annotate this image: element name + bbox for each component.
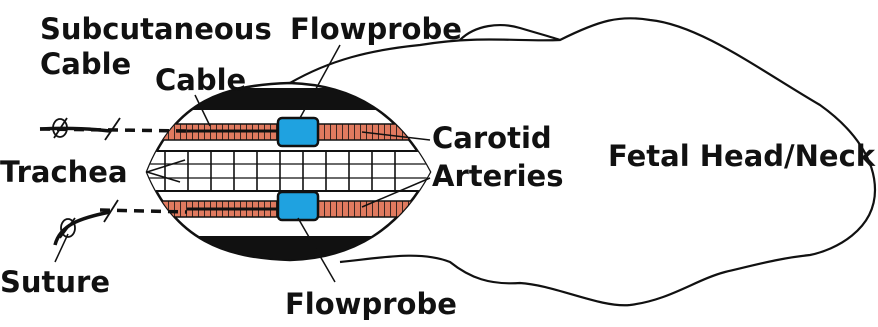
label-flowprobe-top: Flowprobe: [290, 12, 462, 46]
subcutaneous-cable-bottom: [100, 210, 187, 212]
label-fetal-head-neck: Fetal Head/Neck: [608, 139, 876, 173]
flowprobe-bottom: [278, 192, 318, 220]
label-flowprobe-bottom: Flowprobe: [285, 287, 457, 321]
suture-bottom: [60, 200, 118, 238]
label-subcutaneous-line1: Subcutaneous: [40, 12, 272, 46]
tissue-band-bottom: [140, 236, 440, 262]
fetal-ear-outline: [460, 25, 560, 40]
label-cable: Cable: [155, 63, 246, 97]
label-subcutaneous-line2: Cable: [40, 47, 131, 81]
cable-bottom-outside: [55, 212, 110, 245]
label-trachea: Trachea: [0, 155, 128, 189]
flowprobe-top: [278, 118, 318, 146]
label-suture: Suture: [0, 265, 110, 299]
label-carotid-line2: Arteries: [432, 159, 563, 193]
label-carotid-line1: Carotid: [432, 121, 552, 155]
